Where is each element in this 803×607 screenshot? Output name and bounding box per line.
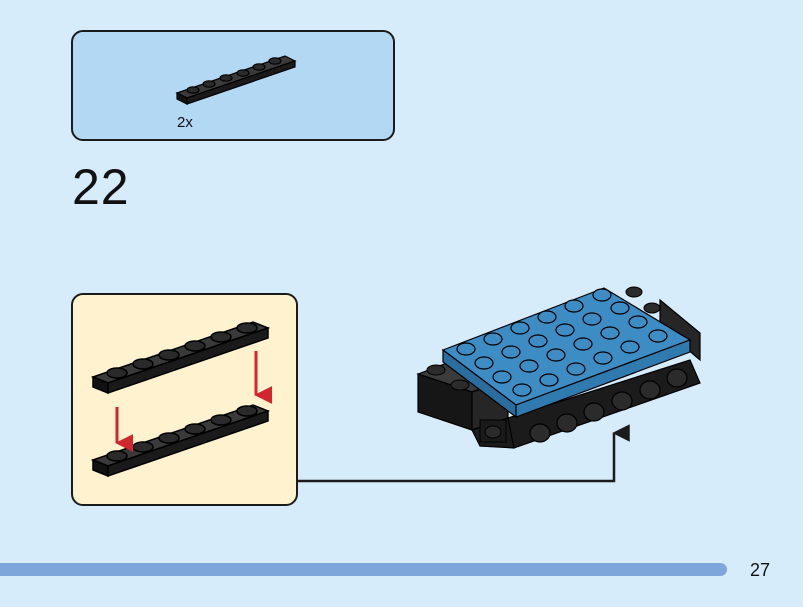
- red-arrow-icon: [115, 351, 273, 452]
- parts-list-box: 2x: [71, 30, 395, 141]
- page-progress-bar: [0, 563, 727, 576]
- callout-illustration: [90, 321, 273, 478]
- black-plate-1x6-icon: [175, 55, 297, 105]
- black-plate-1x6-icon: [90, 404, 271, 478]
- connector-arrow-icon: [298, 424, 630, 483]
- step-number: 22: [72, 159, 130, 215]
- black-plate-1x6-icon: [90, 321, 271, 395]
- blue-plate-icon: [441, 287, 692, 419]
- sub-assembly-callout: [71, 293, 298, 506]
- part-quantity: 2x: [177, 114, 193, 131]
- page-number: 27: [750, 560, 771, 580]
